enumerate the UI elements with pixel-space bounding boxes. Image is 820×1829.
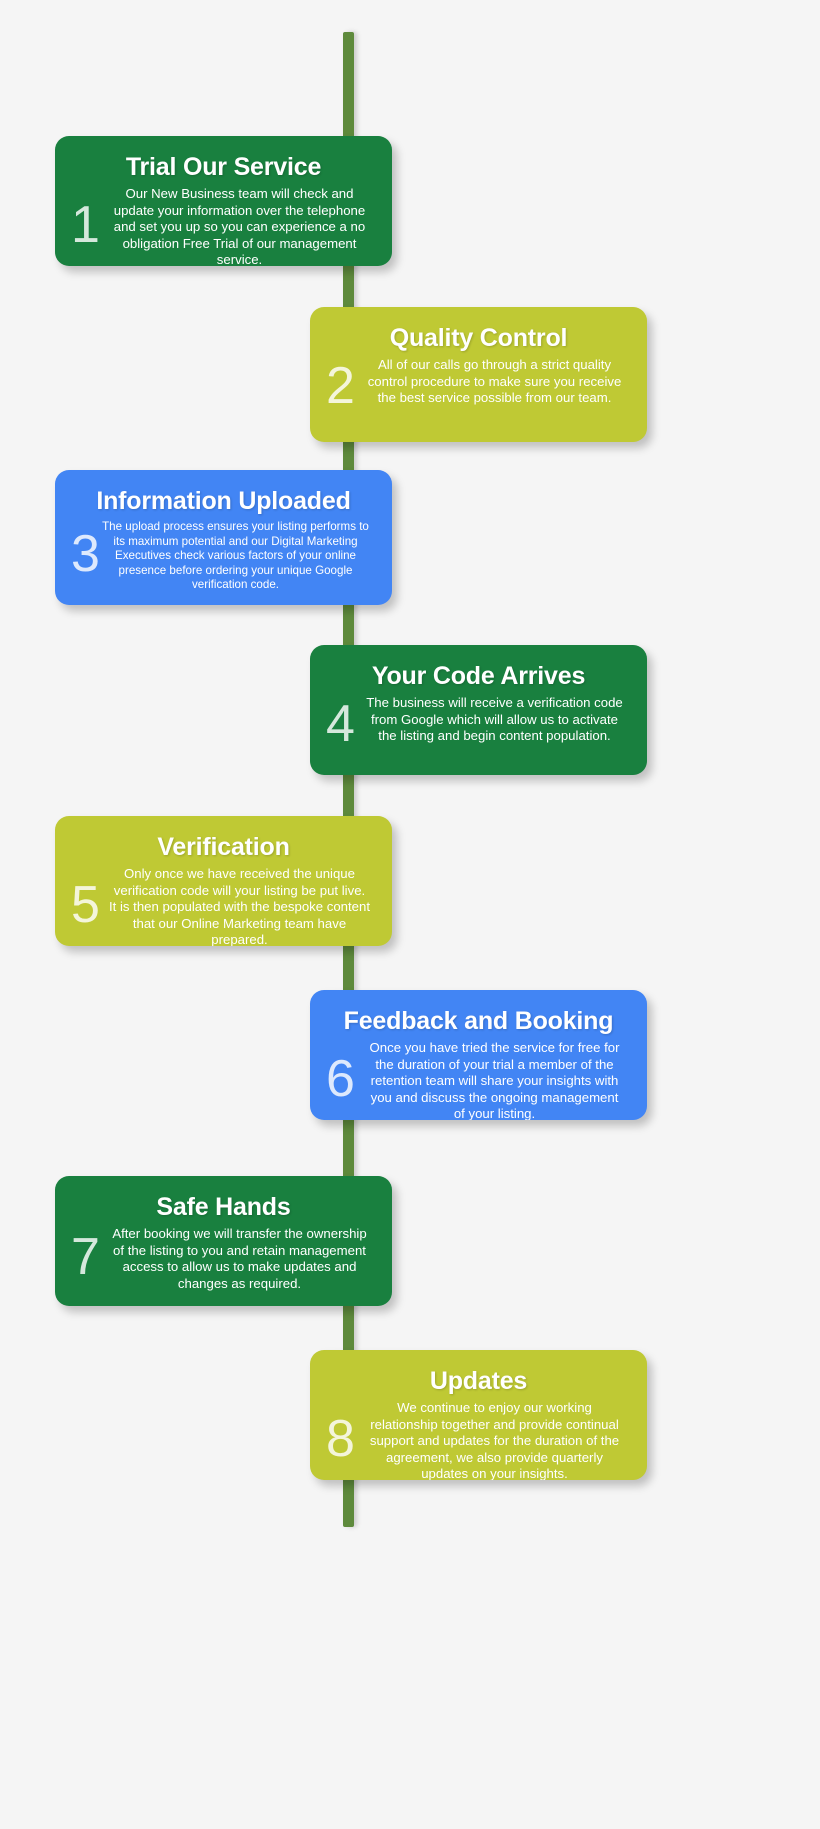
card-content-7: 7 After booking we will transfer the own… bbox=[71, 1224, 376, 1292]
card-content-6: 6 Once you have tried the service for fr… bbox=[326, 1038, 631, 1120]
timeline-card-4[interactable]: Your Code Arrives 4 The business will re… bbox=[310, 645, 647, 775]
card-title-6: Feedback and Booking bbox=[343, 1007, 614, 1035]
card-content-4: 4 The business will receive a verificati… bbox=[326, 693, 631, 757]
card-content-2: 2 All of our calls go through a strict q… bbox=[326, 355, 631, 419]
card-body-7: After booking we will transfer the owner… bbox=[112, 1226, 367, 1291]
card-body-4: The business will receive a verification… bbox=[366, 695, 623, 743]
timeline-card-6[interactable]: Feedback and Booking 6 Once you have tri… bbox=[310, 990, 647, 1120]
card-body-5: Only once we have received the unique ve… bbox=[109, 866, 371, 946]
card-content-5: 5 Only once we have received the unique … bbox=[71, 864, 376, 946]
card-title-1: Trial Our Service bbox=[125, 153, 322, 181]
timeline-spine bbox=[343, 32, 354, 1527]
card-body-1: Our New Business team will check and upd… bbox=[113, 186, 366, 266]
timeline-card-7[interactable]: Safe Hands 7 After booking we will trans… bbox=[55, 1176, 392, 1306]
timeline-card-8[interactable]: Updates 8 We continue to enjoy our worki… bbox=[310, 1350, 647, 1480]
card-title-7: Safe Hands bbox=[156, 1193, 291, 1221]
card-title-3: Information Uploaded bbox=[96, 487, 351, 515]
card-body-6: Once you have tried the service for free… bbox=[369, 1040, 620, 1120]
card-title-5: Verification bbox=[157, 833, 290, 861]
card-title-8: Updates bbox=[429, 1367, 528, 1395]
card-body-3: The upload process ensures your listing … bbox=[102, 520, 369, 592]
timeline-card-3[interactable]: Information Uploaded 3 The upload proces… bbox=[55, 470, 392, 605]
timeline-card-2[interactable]: Quality Control 2 All of our calls go th… bbox=[310, 307, 647, 442]
card-title-4: Your Code Arrives bbox=[371, 662, 586, 690]
card-body-2: All of our calls go through a strict qua… bbox=[367, 357, 622, 405]
card-title-2: Quality Control bbox=[389, 324, 568, 352]
card-body-8: We continue to enjoy our working relatio… bbox=[369, 1400, 620, 1480]
card-content-3: 3 The upload process ensures your listin… bbox=[71, 518, 376, 593]
timeline-card-5[interactable]: Verification 5 Only once we have receive… bbox=[55, 816, 392, 946]
card-content-1: 1 Our New Business team will check and u… bbox=[71, 184, 376, 266]
timeline-card-1[interactable]: Trial Our Service 1 Our New Business tea… bbox=[55, 136, 392, 266]
card-content-8: 8 We continue to enjoy our working relat… bbox=[326, 1398, 631, 1480]
